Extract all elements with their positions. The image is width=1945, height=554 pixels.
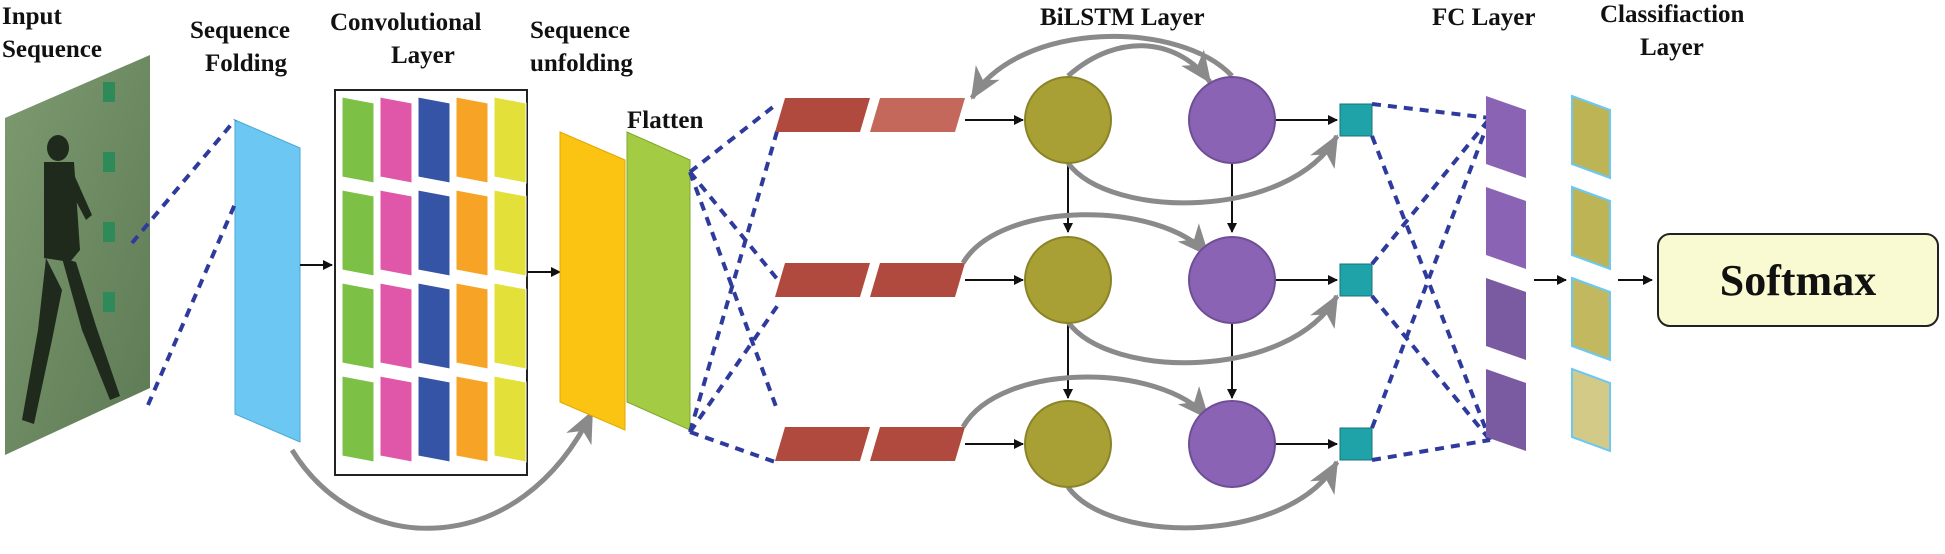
sequence-cell (870, 98, 965, 132)
conv-feature-map-tile (379, 189, 413, 277)
folding-connector-dashed (130, 118, 237, 245)
convolutional-layer-label-line2: Layer (391, 42, 455, 69)
fc-unit (1486, 187, 1526, 269)
conv-feature-map-tile (455, 282, 489, 370)
lstm-forward-cell (1024, 400, 1112, 488)
sequence-folding-label-line1: Sequence (190, 17, 290, 44)
class-unit (1571, 185, 1611, 271)
conv-feature-map-tile (379, 375, 413, 463)
softmax-label: Softmax (1720, 256, 1876, 305)
window-tile (103, 292, 115, 312)
sequence-folding-panel (234, 119, 301, 443)
conv-feature-map-tile (493, 96, 527, 184)
fc-unit (1486, 96, 1526, 178)
conv-feature-maps (341, 96, 527, 463)
flatten-panel (626, 131, 691, 431)
input-sequence-label-line1: Input (2, 3, 62, 30)
conv-feature-map-tile (455, 189, 489, 277)
output-node (1339, 427, 1373, 461)
conv-feature-map-tile (493, 375, 527, 463)
bilstm-gray-curve-arrows (960, 33, 1340, 531)
convolutional-layer-label-line1: Convolutional (330, 9, 481, 36)
fc-layer-column (1486, 96, 1526, 451)
conv-feature-map-tile (341, 282, 375, 370)
fc-unit (1486, 278, 1526, 360)
sequence-cell (775, 98, 870, 132)
sequence-cell (775, 263, 870, 297)
conv-feature-map-tile (417, 282, 451, 370)
lstm-forward-cell (1024, 76, 1112, 164)
sequence-folding-label: Sequence Folding (190, 17, 290, 77)
conv-feature-map-tile (341, 189, 375, 277)
conv-feature-map-tile (417, 96, 451, 184)
conv-feature-map-tile (493, 189, 527, 277)
walking-person-silhouette (22, 135, 120, 424)
conv-feature-map-tile (379, 96, 413, 184)
classification-layer-label-line1: Classifiaction (1600, 1, 1745, 28)
softmax-box: Softmax (1657, 233, 1939, 327)
sequence-unfolding-panel (559, 131, 626, 431)
lstm-backward-cell (1188, 236, 1276, 324)
class-unit (1571, 276, 1611, 362)
conv-feature-map-tile (493, 282, 527, 370)
classification-layer-label: Classifiaction Layer (1600, 1, 1745, 61)
lstm-backward-cell (1188, 76, 1276, 164)
convolutional-layer-block (334, 89, 528, 476)
input-frame-image (5, 55, 150, 455)
conv-feature-map-tile (455, 375, 489, 463)
fc-unit (1486, 369, 1526, 451)
window-tile (103, 152, 115, 172)
class-unit (1571, 367, 1611, 453)
conv-feature-map-tile (341, 375, 375, 463)
conv-feature-map-tile (417, 189, 451, 277)
sequence-folding-label-line2: Folding (205, 50, 287, 77)
softmax-box-frame (1657, 233, 1939, 327)
sequence-unfolding-label-line1: Sequence (530, 17, 630, 44)
folding-skip-curve-arrow (289, 410, 595, 531)
sequence-cell (870, 427, 965, 461)
classification-layer-column (1571, 94, 1611, 453)
lstm-backward-cell (1188, 400, 1276, 488)
sequence-unfolding-label: Sequence unfolding (530, 17, 633, 77)
fc-layer-label: FC Layer (1432, 4, 1535, 31)
class-unit (1571, 94, 1611, 180)
flatten-label: Flatten (627, 107, 703, 134)
conv-feature-map-tile (379, 282, 413, 370)
folding-connector-dashed (146, 203, 237, 406)
sequence-cell (775, 427, 870, 461)
bilstm-layer-label: BiLSTM Layer (1040, 4, 1205, 31)
input-sequence-label-line2: Sequence (2, 36, 102, 63)
convolutional-layer-label: Convolutional Layer (330, 9, 481, 69)
bilstm-black-arrows (965, 115, 1338, 449)
bilstm-output-nodes (1339, 103, 1373, 461)
flatten-to-sequence-dashed-links (688, 101, 780, 465)
output-to-fc-dashed-links (1370, 102, 1492, 462)
output-node (1339, 263, 1373, 297)
sequence-input-cells (775, 98, 965, 461)
conv-feature-map-tile (417, 375, 451, 463)
window-tile (103, 82, 115, 102)
lstm-forward-cell (1024, 236, 1112, 324)
bilstm-backward-cells (1188, 76, 1276, 488)
bilstm-forward-cells (1024, 76, 1112, 488)
conv-feature-map-tile (341, 96, 375, 184)
output-node (1339, 103, 1373, 137)
classification-layer-label-line2: Layer (1640, 34, 1704, 61)
sequence-cell (870, 263, 965, 297)
window-tile (103, 222, 115, 242)
conv-feature-map-tile (455, 96, 489, 184)
input-sequence-label: Input Sequence (2, 3, 102, 63)
sequence-unfolding-label-line2: unfolding (530, 50, 633, 77)
